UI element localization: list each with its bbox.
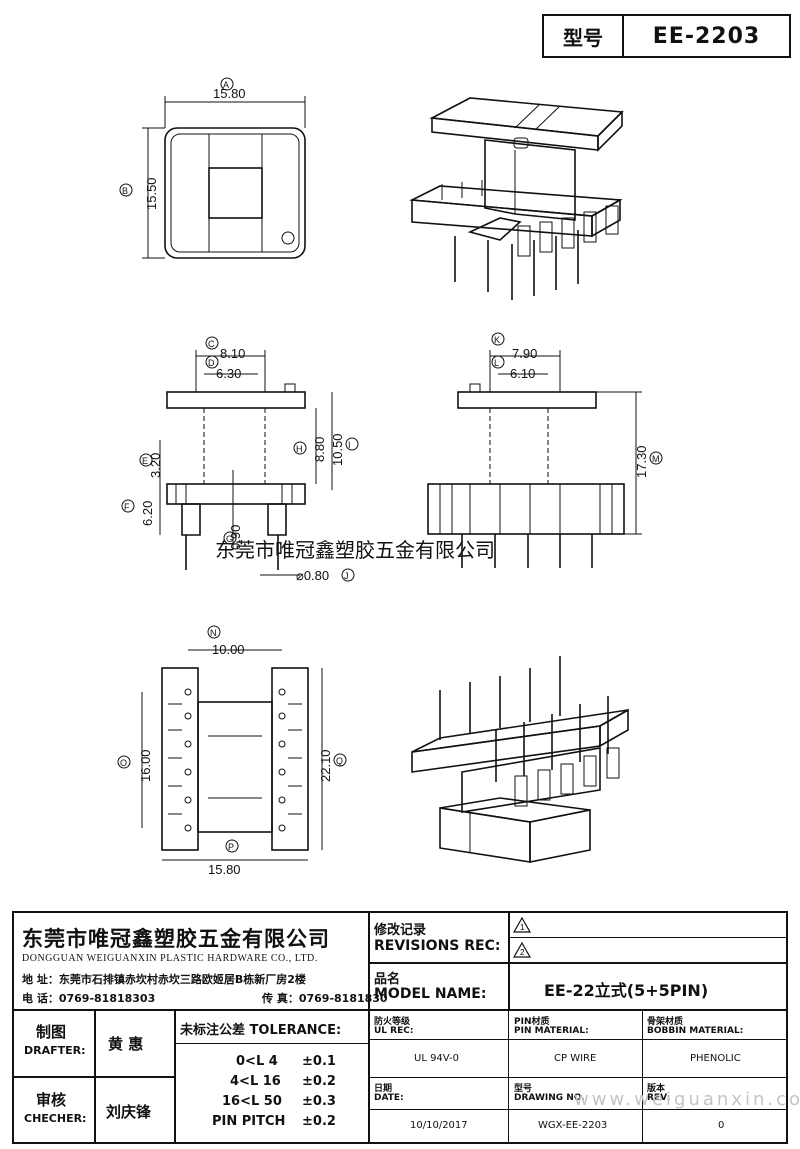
side-view: 7.90 6.10 K L 17.30 M — [427, 332, 663, 568]
tolerance-value-3: ±0.3 — [302, 1094, 336, 1109]
svg-text:H: H — [296, 444, 303, 454]
dim-6-10: 6.10 — [510, 366, 535, 381]
svg-text:1: 1 — [520, 923, 525, 932]
svg-text:C: C — [208, 339, 215, 349]
pin-material-label-en: PIN MATERIAL: — [514, 1026, 589, 1036]
dim-6-30: 6.30 — [216, 366, 241, 381]
ul-rec-label-en: UL REC: — [374, 1026, 414, 1036]
drafter-label-en: DRAFTER: — [24, 1044, 86, 1057]
svg-text:J: J — [344, 571, 349, 581]
model-header: 型号 EE-2203 — [542, 14, 791, 58]
dim-10-50: 10.50 — [330, 433, 345, 466]
revisions-label-cn: 修改记录 — [374, 923, 427, 938]
date-label-en: DATE: — [374, 1093, 404, 1103]
revision-triangle-1: 1 — [512, 916, 532, 933]
tolerance-value-2: ±0.2 — [302, 1074, 336, 1089]
tolerance-value-4: ±0.2 — [302, 1114, 336, 1129]
svg-text:E: E — [142, 456, 148, 466]
top-view: 15.80 A 15.50 B — [119, 77, 306, 259]
rev-label-en: REV: — [647, 1093, 671, 1103]
company-phone: 电 话：0769-81818303 — [22, 992, 156, 1005]
bobbin-material-label-cn: 骨架材质 — [647, 1017, 684, 1027]
company-address: 地 址：东莞市石排镇赤坎村赤坎三路欧姬居B栋新厂房2楼 — [22, 973, 306, 986]
svg-text:G: G — [226, 534, 233, 544]
model-value: EE-2203 — [652, 23, 761, 49]
company-name-cn: 东莞市唯冠鑫塑胶五金有限公司 — [22, 927, 330, 951]
drawing-no-label-cn: 型号 — [514, 1084, 533, 1094]
tolerance-title: 未标注公差 TOLERANCE: — [180, 1023, 342, 1038]
svg-text:N: N — [210, 628, 217, 638]
ul-rec-value: UL 94V-0 — [414, 1053, 460, 1064]
checker-label-cn: 审核 — [36, 1091, 67, 1109]
svg-text:D: D — [208, 358, 215, 368]
bobbin-material-value: PHENOLIC — [690, 1053, 741, 1064]
circle-b: B — [122, 186, 128, 196]
front-view: 8.10 6.30 C D 3.20 E 6.20 F 8.80 H 10.50… — [121, 336, 359, 583]
title-block: 东莞市唯冠鑫塑胶五金有限公司 DONGGUAN WEIGUANXIN PLAST… — [12, 911, 800, 1144]
watermark: 东莞市唯冠鑫塑胶五金有限公司 — [215, 539, 495, 562]
rev-value: 0 — [718, 1120, 725, 1131]
dim-8-80: 8.80 — [312, 437, 327, 462]
dim-16-00: 16.00 — [138, 749, 153, 782]
svg-text:K: K — [494, 335, 500, 345]
tolerance-range-3: 16<L 50 — [222, 1094, 282, 1109]
revision-triangle-2: 2 — [512, 941, 532, 958]
ul-rec-label-cn: 防火等级 — [374, 1017, 411, 1027]
svg-text:2: 2 — [520, 948, 525, 957]
bobbin-material-label-en: BOBBIN MATERIAL: — [647, 1026, 744, 1036]
svg-text:P: P — [228, 842, 234, 852]
checker-label-en: CHECHER: — [24, 1112, 87, 1125]
isometric-view-top — [409, 97, 624, 300]
checker-name: 刘庆锋 — [106, 1103, 152, 1121]
svg-text:O: O — [120, 758, 127, 768]
dim-phi-0-80: ⌀0.80 — [296, 568, 329, 583]
model-label: 型号 — [544, 16, 624, 56]
dim-10-00: 10.00 — [212, 642, 245, 657]
model-name-label-cn: 品名 — [374, 972, 401, 987]
dim-17-30: 17.30 — [634, 445, 649, 478]
dim-22-10: 22.10 — [318, 749, 333, 782]
svg-text:F: F — [124, 502, 130, 512]
drawing-no-label-en: DRAWING NO. — [514, 1093, 585, 1103]
dim-6-20: 6.20 — [140, 501, 155, 526]
date-value: 10/10/2017 — [410, 1120, 468, 1131]
technical-drawing: 15.80 A 15.50 B — [117, 77, 663, 877]
bottom-view: 10.00 N 16.00 O 22.10 Q 15.80 P — [117, 625, 347, 877]
dim-7-90: 7.90 — [512, 346, 537, 361]
tolerance-range-1: 0<L 4 — [236, 1054, 278, 1069]
pin-material-label-cn: PIN材质 — [514, 1017, 550, 1027]
drafter-name: 黄 惠 — [108, 1035, 144, 1053]
circle-a: A — [223, 80, 229, 90]
rev-label-cn: 版本 — [647, 1084, 666, 1094]
dim-15-80-bottom: 15.80 — [208, 862, 241, 877]
drafter-label-cn: 制图 — [36, 1023, 67, 1041]
pin-material-value: CP WIRE — [554, 1053, 597, 1064]
tolerance-range-4: PIN PITCH — [212, 1114, 286, 1129]
drawing-no-value: WGX-EE-2203 — [538, 1120, 608, 1131]
date-label-cn: 日期 — [374, 1084, 393, 1094]
watermark-url: www.weiguanxin.com — [574, 1089, 800, 1110]
company-fax: 传 真：0769-8181830 — [262, 992, 388, 1005]
tolerance-value-1: ±0.1 — [302, 1054, 336, 1069]
isometric-view-bottom — [411, 656, 629, 863]
company-name-en: DONGGUAN WEIGUANXIN PLASTIC HARDWARE CO.… — [22, 953, 318, 964]
top-width-dim: 15.80 — [213, 86, 246, 101]
revisions-label-en: REVISIONS REC: — [374, 938, 501, 954]
tolerance-range-2: 4<L 16 — [230, 1074, 281, 1089]
dim-8-10: 8.10 — [220, 346, 245, 361]
top-height-dim: 15.50 — [144, 177, 159, 210]
svg-text:M: M — [652, 454, 660, 464]
svg-text:I: I — [348, 440, 351, 450]
model-name-label-en: MODEL NAME: — [374, 986, 487, 1002]
svg-text:L: L — [494, 358, 499, 368]
model-name-value: EE-22立式(5+5PIN) — [544, 981, 709, 1000]
svg-text:Q: Q — [336, 756, 343, 766]
